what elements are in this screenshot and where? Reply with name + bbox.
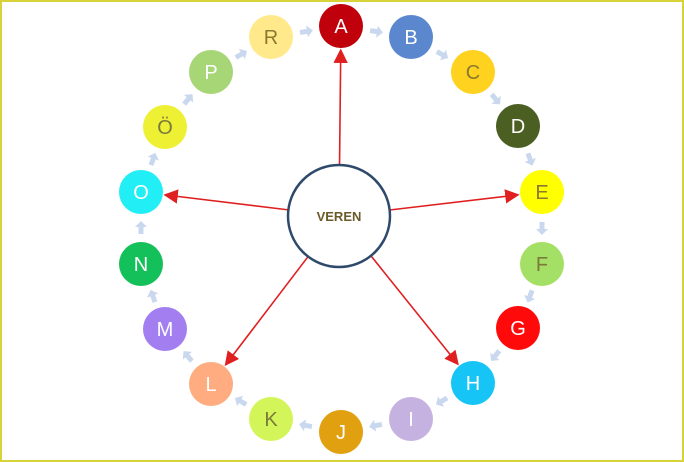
connector-arrow-f: [524, 289, 536, 303]
connector-arrow-l: [182, 351, 194, 363]
node-circle: [189, 362, 233, 406]
node-circle: [451, 361, 495, 405]
center-label: VEREN: [317, 209, 362, 224]
node-n: N: [119, 242, 163, 286]
node-circle: [496, 306, 540, 350]
connector-arrow-e: [536, 222, 548, 235]
node-circle: [143, 307, 187, 351]
node-label: H: [466, 373, 480, 395]
node-circle: [520, 170, 564, 214]
connector-arrow-n: [135, 221, 147, 234]
connector-arrow-a: [369, 25, 383, 38]
node-label: M: [157, 319, 174, 341]
node-label: Ö: [157, 117, 173, 139]
node-o: O: [119, 170, 163, 214]
connector-layer: [135, 25, 548, 432]
connector-arrow-p: [234, 48, 248, 60]
node-label: F: [536, 254, 548, 276]
spoke-layer: [163, 48, 520, 367]
node-circle: [143, 105, 187, 149]
node-label: O: [133, 182, 149, 204]
node-label: N: [134, 254, 148, 276]
node-j: J: [319, 410, 363, 454]
node-circle: [520, 242, 564, 286]
node-h: H: [451, 361, 495, 405]
node-label: D: [511, 116, 525, 138]
node-circle: [119, 170, 163, 214]
center-node: VEREN: [286, 163, 392, 269]
spoke-arrow-e: [389, 189, 520, 211]
connector-arrow-c: [489, 92, 501, 105]
node-circle: [451, 50, 495, 94]
connector-arrow-k: [234, 395, 248, 407]
node-g: G: [496, 306, 540, 350]
connector-arrow-d: [524, 152, 536, 166]
node-circle: [249, 397, 293, 441]
connector-arrow-g: [490, 349, 502, 361]
spoke-arrow-l: [224, 256, 309, 367]
node-r: R: [249, 15, 293, 59]
node-i: I: [389, 397, 433, 441]
node-circle: [496, 104, 540, 148]
node-b: B: [389, 15, 433, 59]
node-label: J: [336, 422, 346, 444]
node-label: B: [404, 27, 417, 49]
node-f: F: [520, 242, 564, 286]
connector-arrow-j: [299, 419, 313, 432]
node-p: P: [189, 50, 233, 94]
spoke-arrow-a: [333, 48, 348, 166]
connector-arrow-r: [299, 25, 313, 38]
node-label: G: [510, 318, 526, 340]
spoke-arrow-h: [370, 255, 459, 366]
node-circle: [319, 410, 363, 454]
connector-arrow-h: [435, 395, 449, 407]
node-e: E: [520, 170, 564, 214]
node-layer: A B C D E F G H I J K L M N O Ö P R: [119, 4, 564, 454]
node-ö: Ö: [143, 105, 187, 149]
node-c: C: [451, 50, 495, 94]
node-d: D: [496, 104, 540, 148]
node-label: R: [264, 27, 278, 49]
node-circle: [319, 4, 363, 48]
node-label: A: [334, 16, 348, 38]
node-label: C: [466, 62, 480, 84]
node-k: K: [249, 397, 293, 441]
connector-arrow-i: [369, 419, 383, 432]
node-a: A: [319, 4, 363, 48]
node-label: L: [205, 374, 216, 396]
connector-arrow-b: [435, 49, 449, 61]
node-circle: [389, 15, 433, 59]
node-label: P: [204, 62, 217, 84]
node-circle: [189, 50, 233, 94]
node-label: I: [408, 409, 414, 431]
connector-arrow-m: [147, 289, 159, 303]
node-circle: [119, 242, 163, 286]
node-label: E: [535, 182, 548, 204]
center-circle: [286, 163, 392, 269]
connector-arrow-ö: [182, 94, 194, 106]
node-circle: [389, 397, 433, 441]
node-l: L: [189, 362, 233, 406]
node-label: K: [264, 409, 278, 431]
spoke-arrow-o: [163, 189, 289, 211]
node-m: M: [143, 307, 187, 351]
connector-arrow-o: [147, 152, 159, 166]
node-circle: [249, 15, 293, 59]
